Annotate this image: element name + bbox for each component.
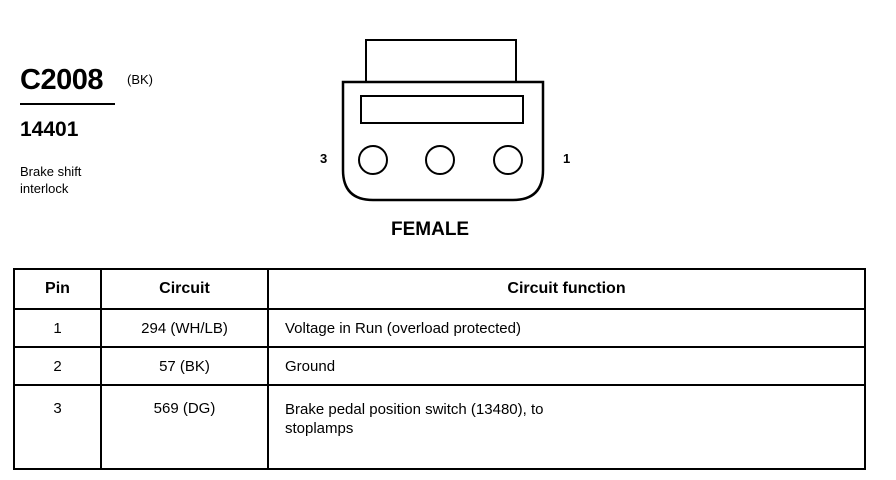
function-line: stoplamps (285, 420, 354, 437)
pin-label-1: 1 (563, 151, 571, 166)
cell-circuit: 57 (BK) (100, 346, 269, 386)
pin-cavity-2 (425, 145, 455, 175)
header-circuit: Circuit (100, 268, 269, 310)
connector-latch (365, 39, 517, 83)
pin-cavity-1 (493, 145, 523, 175)
part-number: 14401 (20, 118, 79, 141)
description-line-2: interlock (20, 181, 69, 196)
table-row: 2 57 (BK) Ground (13, 346, 866, 386)
connector-color: (BK) (127, 72, 153, 87)
cell-circuit-function: Voltage in Run (overload protected) (267, 308, 866, 348)
cell-pin: 2 (13, 346, 102, 386)
function-line: Brake pedal position switch (13480), to (285, 401, 544, 418)
header-circuit-function: Circuit function (267, 268, 866, 310)
pin-label-3: 3 (320, 151, 328, 166)
cell-circuit: 569 (DG) (100, 384, 269, 470)
cell-pin: 1 (13, 308, 102, 348)
connector-description: Brake shift interlock (20, 163, 140, 197)
cell-pin: 3 (13, 384, 102, 470)
cell-circuit-function: Ground (267, 346, 866, 386)
function-line: Ground (285, 357, 336, 375)
table-row: 1 294 (WH/LB) Voltage in Run (overload p… (13, 308, 866, 348)
header-pin: Pin (13, 268, 102, 310)
table-row: 3 569 (DG) Brake pedal position switch (… (13, 384, 866, 470)
description-line-1: Brake shift (20, 164, 82, 179)
function-line: Voltage in Run (overload protected) (285, 319, 521, 337)
cell-circuit-function: Brake pedal position switch (13480), to … (267, 384, 866, 470)
pin-cavity-3 (358, 145, 388, 175)
cell-circuit: 294 (WH/LB) (100, 308, 269, 348)
connector-gender: FEMALE (391, 219, 470, 240)
table-header-row: Pin Circuit Circuit function (13, 268, 866, 310)
connector-slot (360, 95, 524, 124)
title-underline (20, 103, 115, 105)
connector-face-diagram (341, 39, 545, 202)
pin-table: Pin Circuit Circuit function 1 294 (WH/L… (13, 268, 866, 470)
connector-id: C2008 (20, 64, 103, 96)
